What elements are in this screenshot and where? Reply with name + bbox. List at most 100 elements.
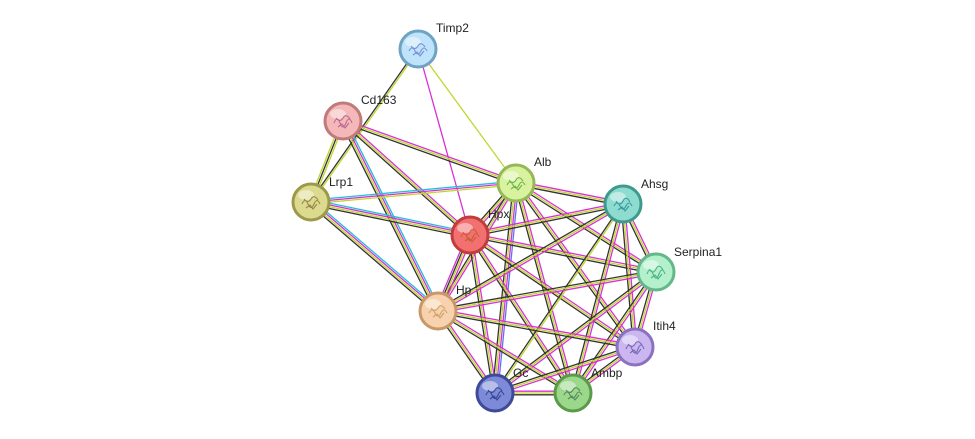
protein-structure-icon	[563, 387, 583, 401]
edge-line-black	[493, 202, 623, 394]
edge-line-yellow	[437, 203, 624, 312]
edge-line-black	[513, 182, 572, 395]
edge-hp-itih4	[437, 308, 636, 350]
node-circle	[398, 29, 438, 69]
edge-line-cyan	[310, 198, 472, 234]
edge-line-yellow	[572, 271, 657, 394]
edge-line-black	[308, 203, 437, 314]
edge-line-yellow	[494, 271, 657, 394]
edge-line-yellow	[341, 120, 438, 313]
edge-line-black	[469, 205, 625, 238]
edge-cd163-hpx	[341, 119, 472, 237]
edge-line-black	[436, 201, 623, 311]
node-circle	[450, 215, 490, 255]
node-hp[interactable]	[418, 291, 458, 331]
node-highlight	[482, 381, 498, 391]
edge-line-yellow	[309, 202, 439, 313]
protein-structure-icon	[428, 305, 448, 319]
protein-structure-icon	[460, 228, 480, 243]
node-label-itih4: Itih4	[653, 319, 676, 333]
node-circle	[418, 291, 458, 331]
edge-timp2-alb	[417, 48, 517, 184]
edge-line-magenta	[310, 182, 517, 203]
edge-line-magenta	[516, 181, 638, 347]
edge-line-black	[437, 312, 636, 350]
nodes-layer: Timp2Cd163Lrp1AlbHpxAhsgSerpina1HpItih4G…	[291, 21, 722, 413]
protein-structure-icon	[625, 341, 645, 355]
edge-line-yellow	[469, 203, 624, 236]
edge-line-cyan	[310, 180, 517, 201]
node-gc[interactable]	[475, 373, 515, 413]
node-serpina1[interactable]	[636, 252, 676, 292]
edge-line-black	[514, 183, 656, 275]
edge-cd163-alb	[341, 118, 518, 186]
edge-line-yellow	[342, 120, 517, 184]
node-itih4[interactable]	[615, 327, 655, 367]
edges-layer	[308, 47, 659, 396]
protein-structure-icon	[408, 43, 428, 57]
edge-itih4-gc	[493, 344, 637, 396]
edge-line-magenta	[471, 234, 498, 394]
edge-line-magenta	[342, 118, 518, 182]
edge-line-yellow	[310, 184, 517, 205]
node-cd163[interactable]	[323, 101, 363, 141]
node-label-cd163: Cd163	[361, 93, 397, 107]
node-circle	[636, 252, 676, 292]
node-label-lrp1: Lrp1	[329, 175, 353, 189]
node-alb[interactable]	[496, 163, 536, 203]
node-label-gc: Gc	[513, 366, 528, 380]
node-highlight	[298, 190, 314, 200]
edge-line-magenta	[470, 232, 637, 347]
edge-line-yellow	[310, 202, 471, 237]
edge-hp-ambp	[436, 308, 575, 396]
edge-line-black	[570, 270, 656, 393]
edge-hpx-ahsg	[468, 201, 625, 238]
node-circle	[553, 373, 593, 413]
node-label-timp2: Timp2	[436, 21, 469, 35]
protein-structure-icon	[646, 265, 666, 280]
edge-line-black	[309, 47, 418, 203]
edge-line-black	[468, 236, 657, 275]
protein-structure-icon	[333, 115, 353, 129]
edge-ahsg-gc	[493, 202, 625, 395]
node-lrp1[interactable]	[291, 182, 331, 222]
node-label-serpina1: Serpina1	[674, 245, 722, 259]
edge-lrp1-hp	[308, 199, 441, 314]
edge-line-black	[436, 311, 573, 396]
edge-line-magenta	[573, 272, 659, 395]
node-label-hpx: Hpx	[488, 207, 509, 221]
edge-line-blue	[497, 182, 520, 394]
edge-hpx-serpina1	[468, 232, 658, 275]
edge-ahsg-hp	[436, 201, 625, 314]
node-circle	[291, 182, 331, 222]
node-ahsg[interactable]	[603, 184, 643, 224]
edge-line-yellow	[437, 310, 574, 394]
node-highlight	[330, 109, 346, 119]
node-ambp[interactable]	[553, 373, 593, 413]
edge-line-black	[493, 269, 656, 393]
node-circle	[496, 163, 536, 203]
edge-hpx-gc	[467, 234, 498, 394]
node-label-alb: Alb	[534, 155, 552, 169]
protein-structure-icon	[506, 177, 526, 191]
node-circle	[615, 327, 655, 367]
edge-line-black	[341, 122, 517, 186]
edge-line-magenta	[470, 233, 576, 393]
edge-alb-itih4	[513, 181, 638, 349]
edge-line-magenta	[469, 232, 658, 271]
node-highlight	[622, 335, 638, 345]
edge-line-yellow	[469, 234, 657, 273]
edge-line-black	[467, 234, 494, 394]
node-hpx[interactable]	[450, 215, 490, 255]
edge-line-magenta	[437, 308, 636, 346]
edge-line-black	[341, 121, 470, 237]
edge-line-yellow	[417, 48, 517, 184]
node-label-ahsg: Ahsg	[641, 177, 668, 191]
node-highlight	[457, 223, 473, 233]
node-timp2[interactable]	[398, 29, 438, 69]
node-label-ambp: Ambp	[591, 366, 623, 380]
edge-line-cyan	[312, 199, 441, 310]
node-highlight	[405, 37, 421, 47]
edge-line-yellow	[494, 346, 636, 394]
